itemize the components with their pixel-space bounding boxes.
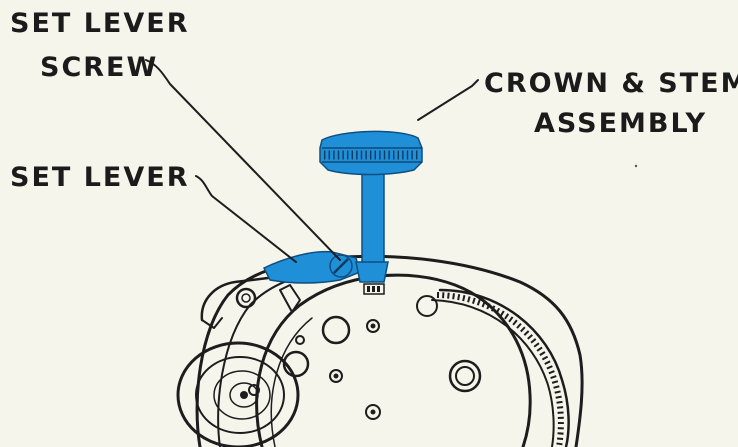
stem-tip bbox=[355, 261, 389, 283]
movement-plate bbox=[195, 254, 584, 447]
main-bridge bbox=[255, 273, 532, 447]
label-set-lever: SET LEVER bbox=[10, 162, 190, 193]
crown bbox=[319, 130, 423, 176]
label-set-lever-screw-line1: SET LEVER bbox=[10, 8, 190, 39]
balance-wheel bbox=[176, 341, 300, 447]
crown-wheel bbox=[431, 288, 570, 447]
label-crown-stem-line2: ASSEMBLY bbox=[534, 108, 707, 139]
leader-lines bbox=[145, 59, 479, 263]
stem-shaft bbox=[361, 164, 385, 266]
label-set-lever-screw-line2: SCREW bbox=[40, 52, 158, 83]
plate-marking bbox=[363, 283, 385, 295]
speck bbox=[634, 164, 638, 168]
set-lever-screw bbox=[329, 254, 353, 278]
left-bridge bbox=[200, 276, 301, 329]
label-crown-stem-line1: CROWN & STEM bbox=[484, 68, 738, 99]
jewels-and-holes bbox=[248, 295, 482, 420]
